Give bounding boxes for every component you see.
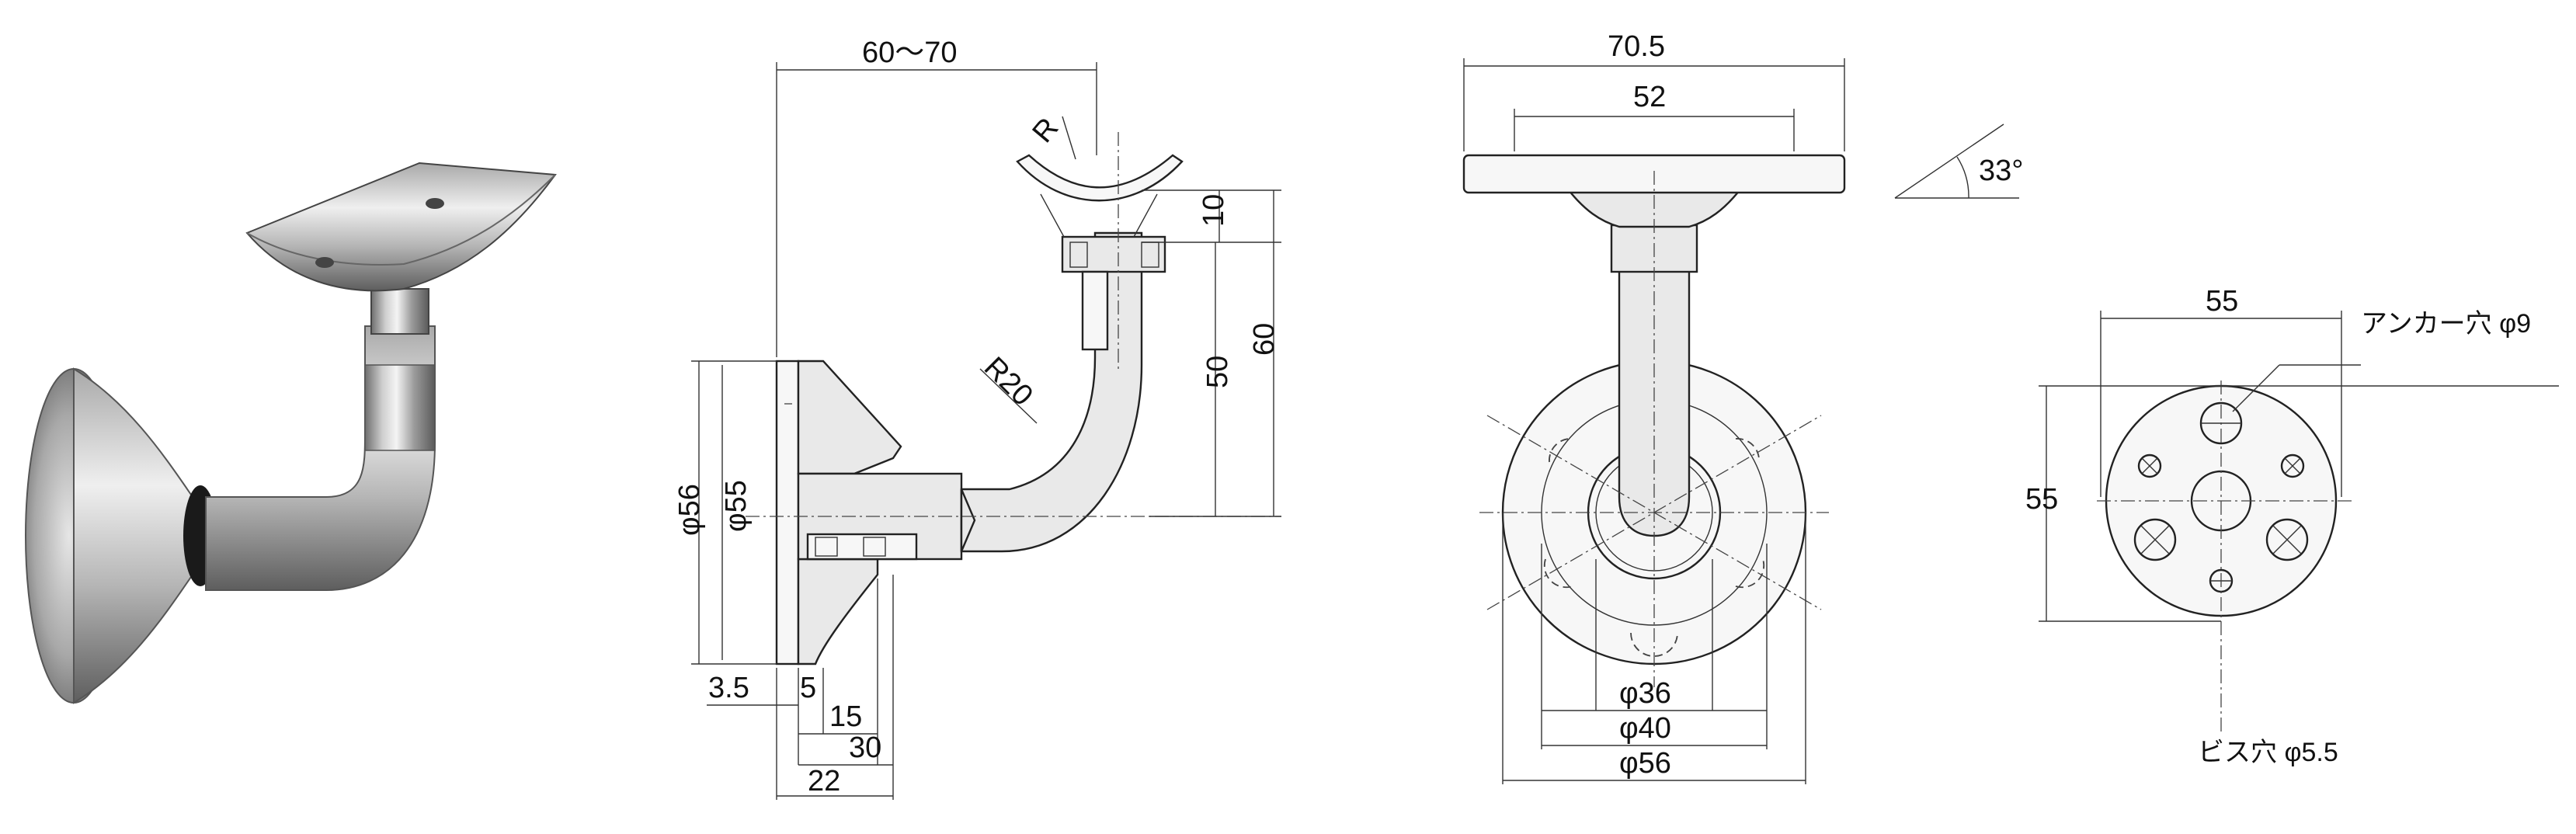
screw-hole-label: ビス穴 φ5.5 (2198, 738, 2338, 767)
dim-55-horizontal: 55 (2206, 285, 2238, 318)
anchor-hole-label: アンカー穴 φ9 (2361, 309, 2531, 339)
dim-5: 5 (800, 672, 816, 704)
dim-50: 50 (1201, 356, 1234, 388)
dim-30: 30 (849, 731, 881, 764)
dim-r20: R20 (978, 351, 1039, 412)
dim-3-5: 3.5 (708, 672, 749, 704)
dim-d56-side: φ56 (673, 484, 706, 536)
angle-callout: 33° (1894, 123, 2023, 199)
dim-22: 22 (808, 765, 840, 798)
side-view: 60〜70 R R20 10 50 60 φ56 φ55 3.5 5 15 30… (673, 36, 1281, 800)
dim-70-5: 70.5 (1608, 30, 1665, 63)
front-view: 70.5 52 φ36 φ40 φ56 (1462, 30, 1846, 784)
dim-60: 60 (1248, 323, 1281, 356)
dim-reach: 60〜70 (862, 36, 958, 69)
dim-r: R (1027, 112, 1066, 149)
dim-52: 52 (1633, 81, 1666, 113)
dim-55-vertical: 55 (2025, 483, 2058, 516)
dim-d36: φ36 (1619, 677, 1671, 710)
dim-d55: φ55 (720, 480, 753, 532)
dim-15: 15 (829, 700, 862, 733)
dim-d56-front: φ56 (1619, 747, 1671, 780)
base-view: 55 55 アンカー穴 φ9 ビス穴 φ5.5 (2025, 285, 2559, 767)
dim-10: 10 (1198, 194, 1230, 227)
dim-d40: φ40 (1619, 712, 1671, 745)
dim-33-deg: 33° (1979, 155, 2023, 187)
product-photo (25, 162, 557, 704)
